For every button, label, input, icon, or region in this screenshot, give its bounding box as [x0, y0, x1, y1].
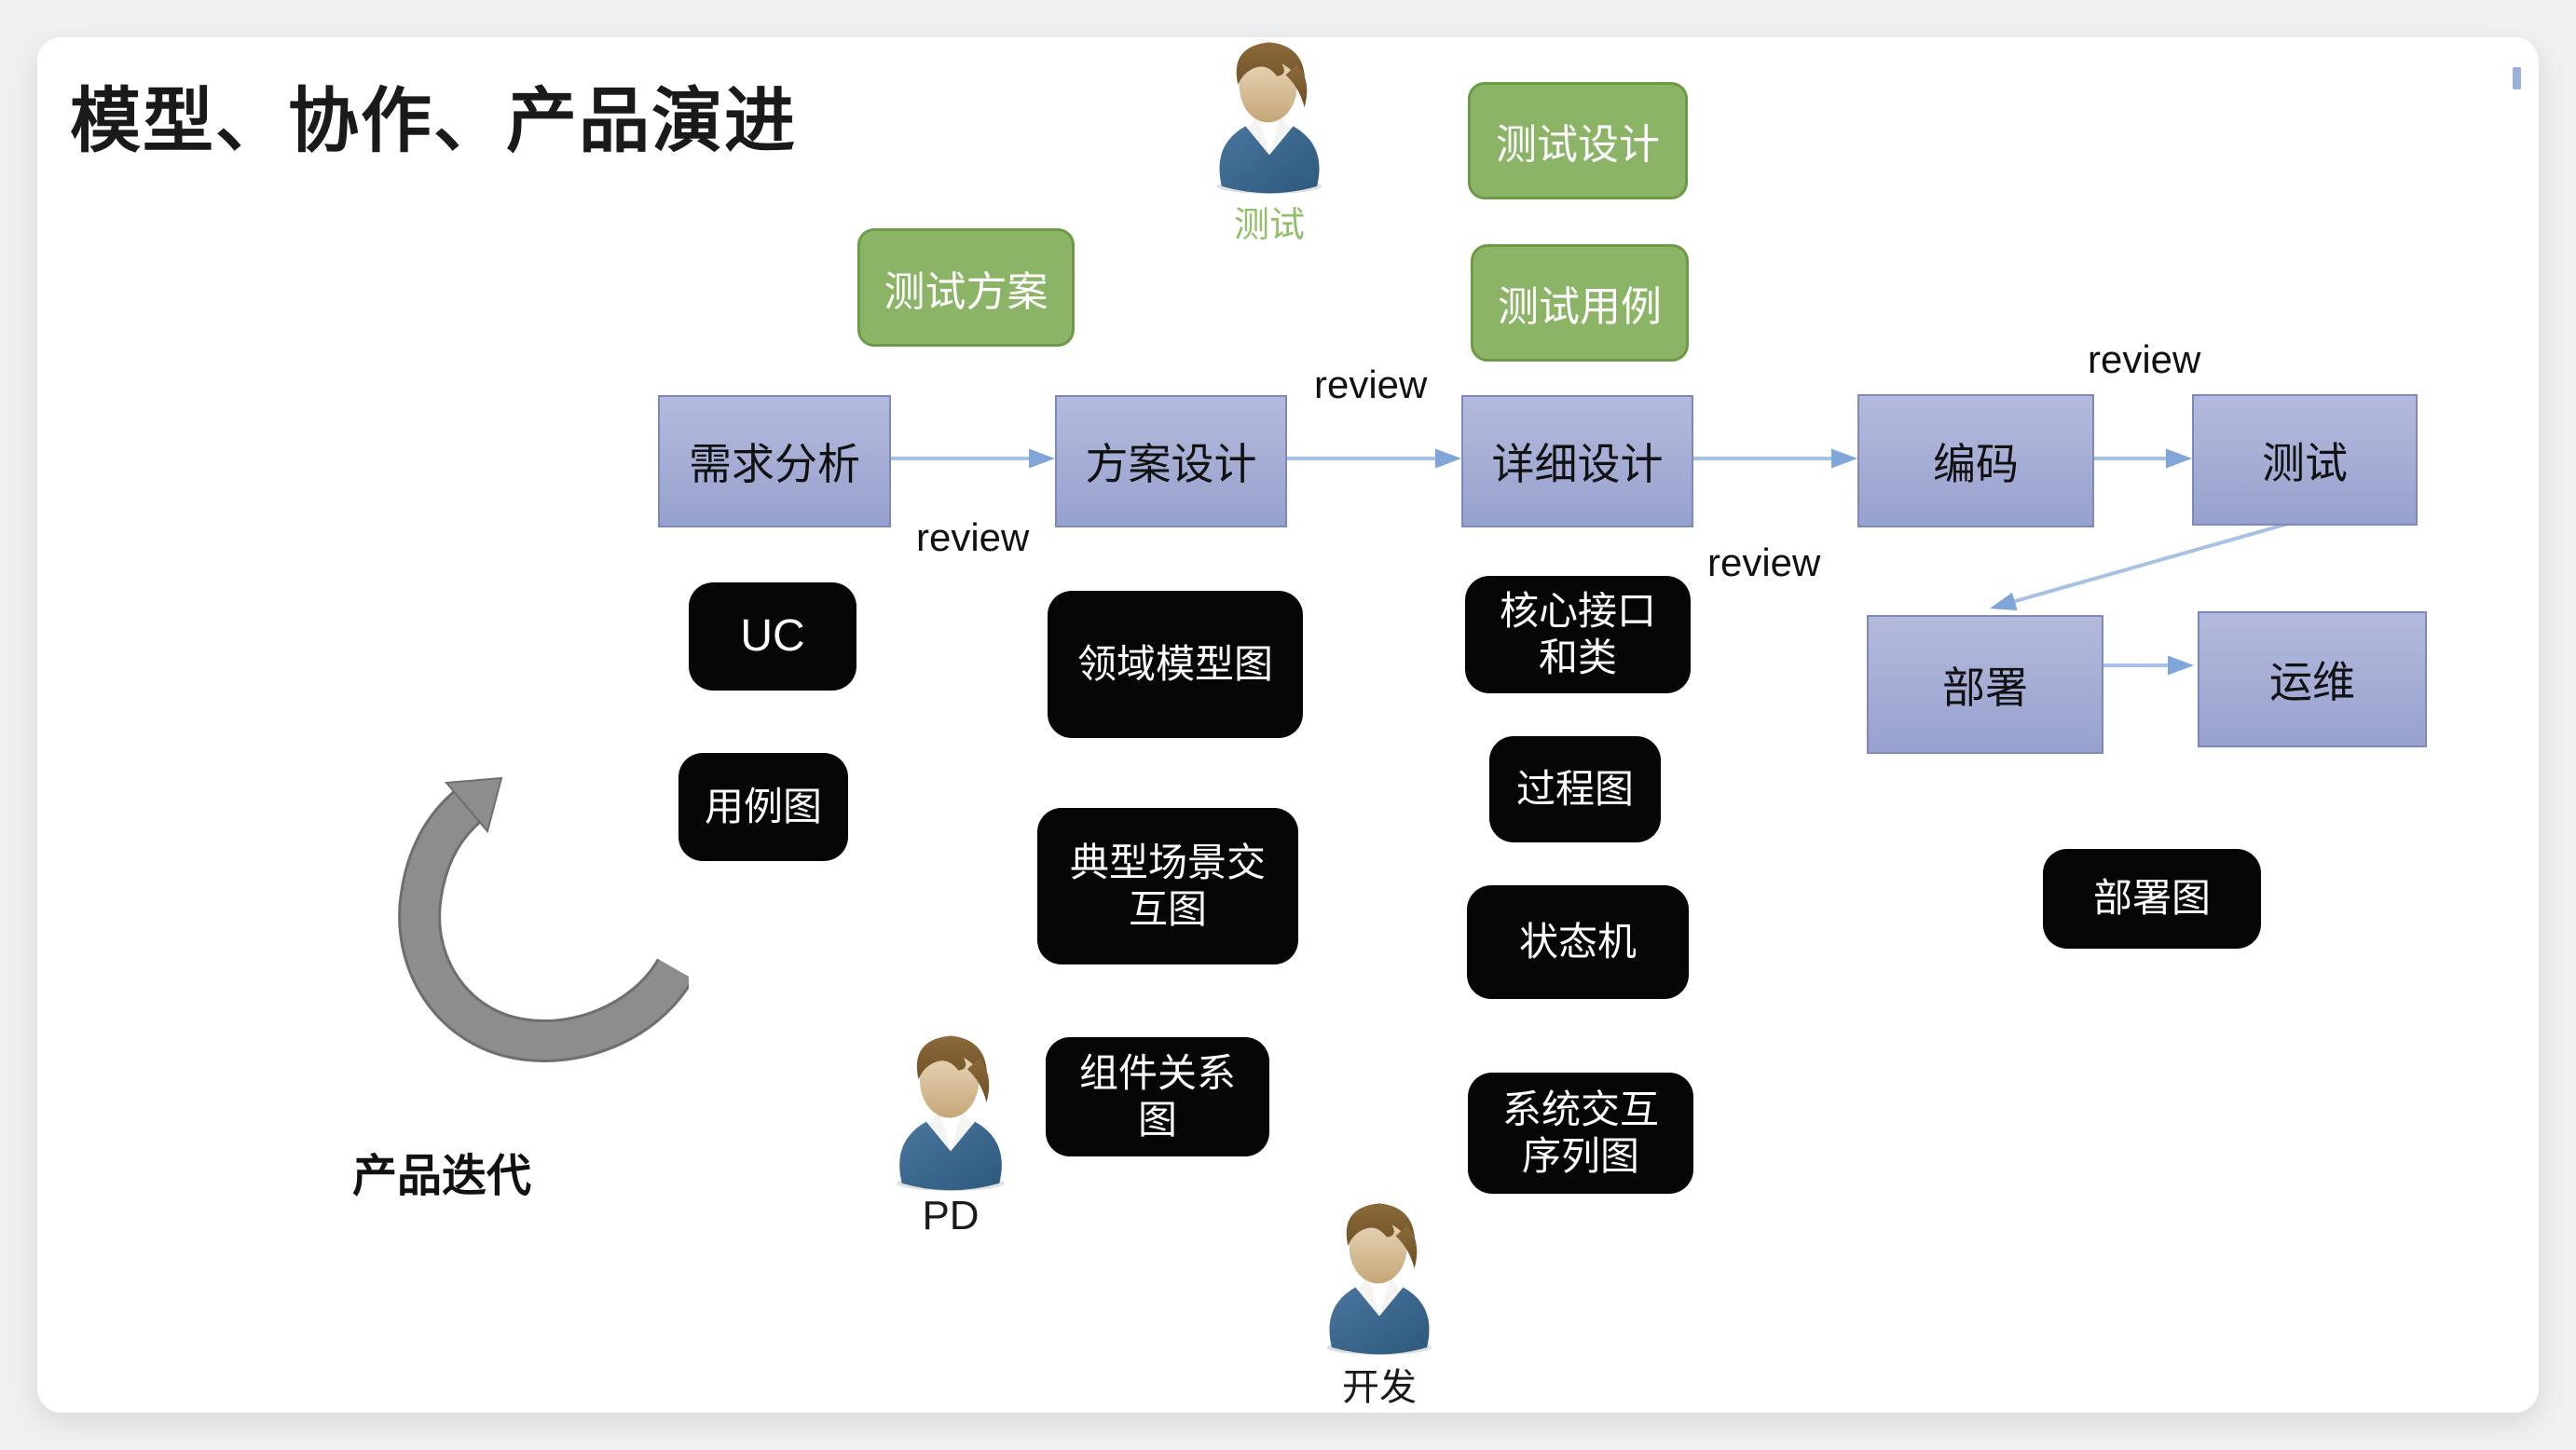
person-dev: 开发: [1309, 1198, 1449, 1411]
artifact-uc: UC: [689, 582, 856, 691]
artifact-deployment-diagram: 部署图: [2043, 849, 2261, 949]
person-tester: 测试: [1199, 37, 1339, 247]
corner-tick-mark: [2513, 67, 2521, 89]
artifact-typical-scenario-interaction-diagram: 典型场景交互图: [1037, 808, 1298, 964]
person-icon: [897, 1035, 1005, 1191]
node-test-plan: 测试方案: [857, 228, 1075, 347]
review-label-4: review: [2088, 337, 2201, 381]
person-icon: [1326, 1203, 1432, 1355]
node-requirements: 需求分析: [658, 395, 891, 527]
node-ops: 运维: [2198, 611, 2427, 747]
review-label-1: review: [916, 515, 1030, 559]
node-test-cases: 测试用例: [1471, 244, 1689, 362]
node-coding: 编码: [1857, 394, 2094, 527]
node-deploy: 部署: [1867, 615, 2103, 754]
artifact-system-interaction-sequence-diagram: 系统交互序列图: [1468, 1073, 1693, 1194]
artifact-use-case-diagram: 用例图: [678, 753, 848, 861]
role-label-dev: 开发: [1342, 1367, 1417, 1408]
review-label-3: review: [1707, 540, 1821, 584]
product-iteration-arrow: [398, 776, 689, 1062]
node-solution-design: 方案设计: [1055, 395, 1287, 527]
person-icon: [1216, 42, 1322, 194]
product-iteration-label: 产品迭代: [352, 1152, 532, 1201]
artifact-component-relation-diagram: 组件关系图: [1046, 1037, 1269, 1156]
role-label-pd: PD: [922, 1193, 980, 1238]
page-title: 模型、协作、产品演进: [70, 82, 797, 161]
node-test-design: 测试设计: [1468, 82, 1688, 199]
artifact-process-diagram: 过程图: [1489, 736, 1661, 842]
artifact-state-machine: 状态机: [1467, 885, 1689, 999]
node-testing: 测试: [2192, 394, 2418, 526]
artifact-domain-model-diagram: 领域模型图: [1048, 591, 1303, 738]
person-pd: PD: [881, 1031, 1021, 1239]
node-detailed-design: 详细设计: [1461, 395, 1693, 527]
review-label-2: review: [1314, 362, 1428, 406]
artifact-core-interfaces-and-classes: 核心接口和类: [1465, 576, 1691, 693]
role-label-tester: 测试: [1233, 206, 1305, 245]
